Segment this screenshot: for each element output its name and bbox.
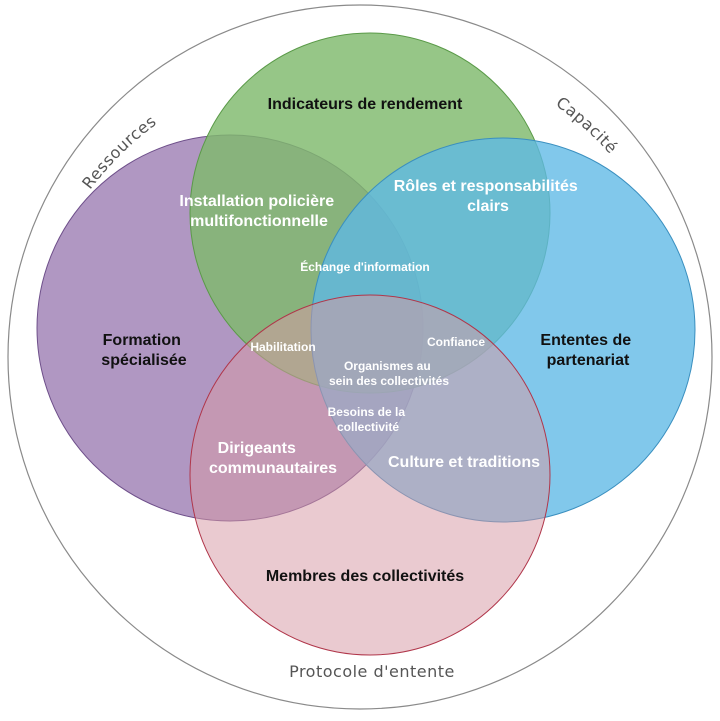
overlap-right-bottom: Culture et traditions bbox=[388, 454, 540, 471]
circle-bottom bbox=[189, 294, 551, 656]
overlap-left-right-bottom: Besoins de la collectivité bbox=[328, 405, 409, 434]
overlap-top-left-right: Échange d'information bbox=[300, 259, 430, 274]
circle-right-title: Ententes de partenariat bbox=[540, 332, 635, 369]
circle-left-title: Formation spécialisée bbox=[101, 332, 187, 369]
circle-bottom-title: Membres des collectivités bbox=[266, 568, 464, 585]
circle-top-title: Indicateurs de rendement bbox=[268, 96, 463, 113]
overlap-left-bottom: Dirigeants communautaires bbox=[209, 440, 337, 477]
overlap-center: Organismes au sein des collectivités bbox=[329, 359, 449, 388]
overlap-top-left-bottom: Habilitation bbox=[250, 340, 315, 354]
overlap-top-right-bottom: Confiance bbox=[427, 335, 485, 349]
overlap-top-left: Installation policière multifonctionnell… bbox=[179, 193, 338, 230]
overlap-top-right: Rôles et responsabilités clairs bbox=[394, 178, 583, 215]
outer-label-bottom: Protocole d'entente bbox=[289, 662, 455, 681]
